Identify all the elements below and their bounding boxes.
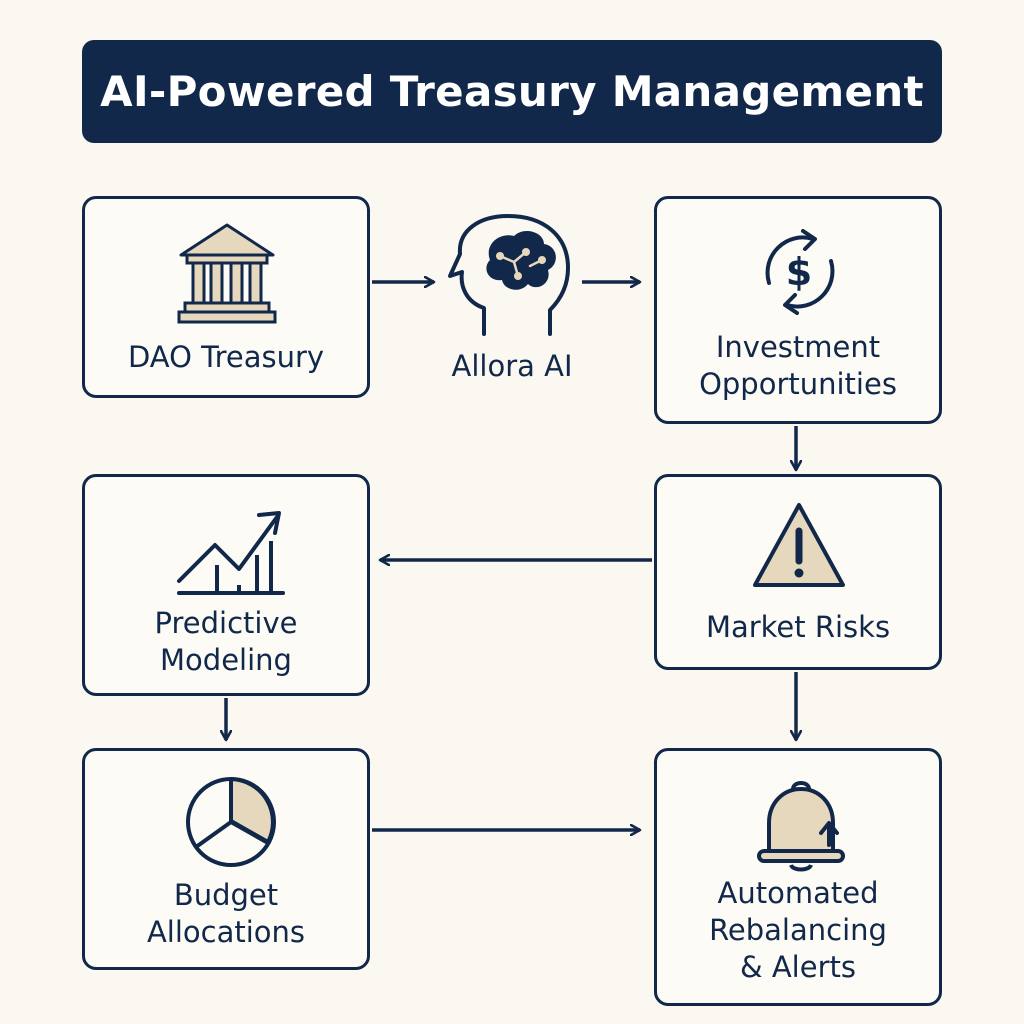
trend-chart-icon [177,511,285,595]
bank-building-icon [177,223,277,324]
node-automated-rebalancing: Automated Rebalancing & Alerts [654,748,942,1006]
ai-brain-head-icon [448,214,570,336]
node-dao-treasury: DAO Treasury [82,196,370,398]
svg-text:$: $ [786,250,812,294]
node-market-risks: Market Risks [654,474,942,670]
node-label: Market Risks [705,610,891,644]
node-predictive-modeling: Predictive Modeling [82,474,370,696]
node-investment-opportunities: $ Investment Opportunities [654,196,942,424]
node-label: Investment Opportunities [699,330,897,401]
node-label: Allora AI [451,349,573,383]
node-label: DAO Treasury [127,340,325,374]
diagram-title: AI-Powered Treasury Management [82,40,942,143]
node-label: Automated Rebalancing & Alerts [709,876,887,984]
node-budget-allocations: Budget Allocations [82,748,370,970]
pie-chart-icon [186,777,276,867]
node-label: Budget Allocations [146,878,306,949]
node-allora-ai: Allora AI [430,200,594,400]
warning-triangle-icon [753,503,845,587]
bell-alert-icon [757,781,845,872]
node-label: Predictive Modeling [154,606,298,677]
dollar-cycle-icon: $ [765,229,835,315]
